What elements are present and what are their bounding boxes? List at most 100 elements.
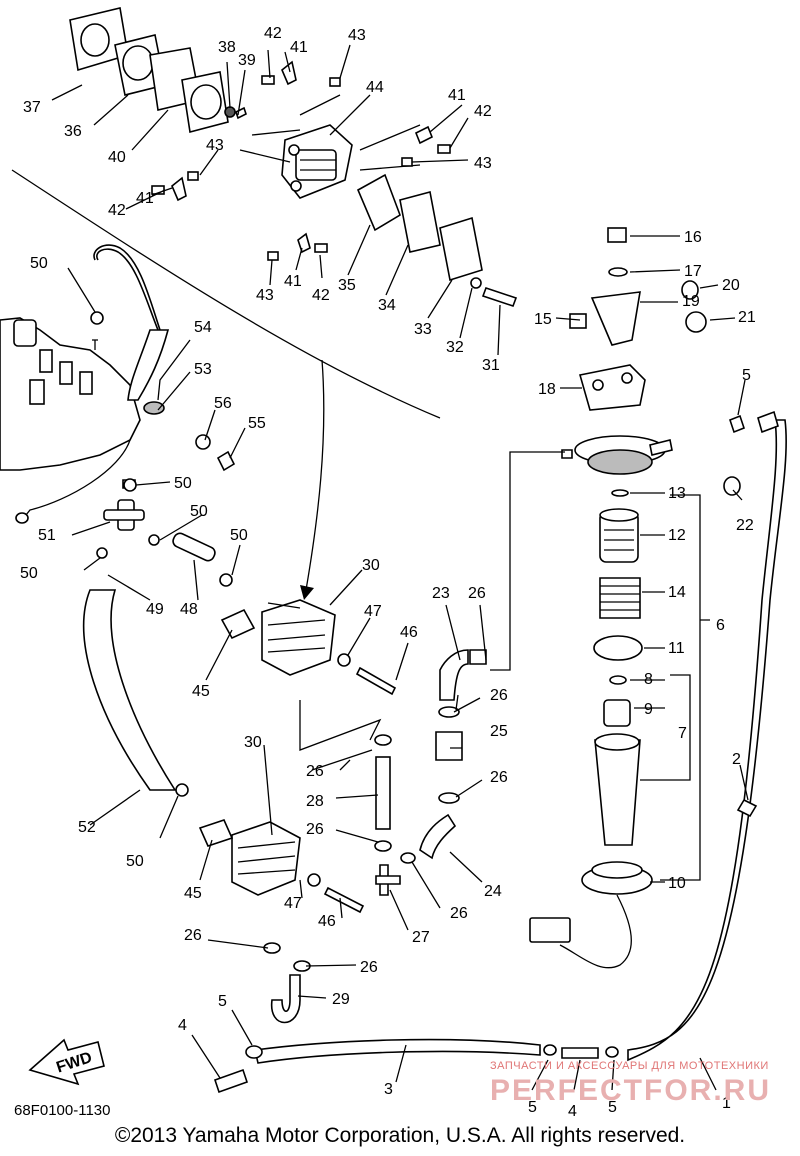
fuel-pump-lower <box>198 819 365 914</box>
callout-45-upper: 45 <box>192 683 210 700</box>
callout-16: 16 <box>684 229 702 246</box>
callout-25: 25 <box>490 723 508 740</box>
callout-28: 28 <box>306 793 324 810</box>
callout-31: 31 <box>482 357 500 374</box>
callout-43-bottom: 43 <box>256 287 274 304</box>
small-fasteners <box>151 60 451 261</box>
callout-26-b: 26 <box>490 687 508 704</box>
callout-50-mid2: 50 <box>190 503 208 520</box>
callout-46-upper: 46 <box>400 624 418 641</box>
callout-39: 39 <box>238 52 256 69</box>
callout-41-right: 41 <box>448 87 466 104</box>
fuel-pump-upper <box>220 599 397 696</box>
callout-30-lower: 30 <box>244 734 262 751</box>
callout-33: 33 <box>414 321 432 338</box>
callout-15: 15 <box>534 311 552 328</box>
callout-23: 23 <box>432 585 450 602</box>
callout-51: 51 <box>38 527 56 544</box>
callout-47-lower: 47 <box>284 895 302 912</box>
callout-20: 20 <box>722 277 740 294</box>
leader-lines <box>51 44 749 1091</box>
assembly-arrow <box>305 359 325 591</box>
callout-50-low: 50 <box>126 853 144 870</box>
callout-19: 19 <box>682 293 700 310</box>
callout-26-d: 26 <box>306 763 324 780</box>
callout-50-top: 50 <box>30 255 48 272</box>
watermark-tagline: ЗАПЧАСТИ И АКСЕССУАРЫ ДЛЯ МОТОТЕХНИКИ <box>490 1060 769 1072</box>
callout-42-right: 42 <box>474 103 492 120</box>
callout-17: 17 <box>684 263 702 280</box>
callout-21: 21 <box>738 309 756 326</box>
callout-50-mid4: 50 <box>20 565 38 582</box>
callout-47-upper: 47 <box>364 603 382 620</box>
callout-37: 37 <box>23 99 41 116</box>
callout-9: 9 <box>644 701 653 718</box>
callout-27: 27 <box>412 929 430 946</box>
diagram-code: 68F0100-1130 <box>14 1102 111 1119</box>
callout-36: 36 <box>64 123 82 140</box>
callout-32: 32 <box>446 339 464 356</box>
callout-40: 40 <box>108 149 126 166</box>
pump-body <box>239 94 421 199</box>
callout-42-top: 42 <box>264 25 282 42</box>
callout-42-bottom: 42 <box>312 287 330 304</box>
pump-cover-set <box>69 7 247 133</box>
callout-8: 8 <box>644 671 653 688</box>
diaphragm-set <box>356 173 518 308</box>
callout-50-mid1: 50 <box>174 475 192 492</box>
engine-block <box>0 317 141 524</box>
copyright-notice: ©2013 Yamaha Motor Corporation, U.S.A. A… <box>114 1124 686 1147</box>
callout-26-f: 26 <box>450 905 468 922</box>
callout-55: 55 <box>248 415 266 432</box>
callout-2: 2 <box>732 751 741 768</box>
callout-5-bottom-b: 5 <box>608 1099 617 1116</box>
callout-1: 1 <box>722 1095 731 1112</box>
callout-5-right: 5 <box>742 367 751 384</box>
callout-3: 3 <box>384 1081 393 1098</box>
callout-41-top: 41 <box>290 39 308 56</box>
callout-26-a: 26 <box>468 585 486 602</box>
callout-12: 12 <box>668 527 686 544</box>
section-divider <box>11 169 441 419</box>
callout-41-bottom: 41 <box>284 273 302 290</box>
callout-48: 48 <box>180 601 198 618</box>
callout-54: 54 <box>194 319 212 336</box>
callout-45-lower: 45 <box>184 885 202 902</box>
callout-44: 44 <box>366 79 384 96</box>
callout-numbers: 37 36 40 38 39 42 41 43 44 41 42 43 43 4… <box>20 25 756 1120</box>
callout-50-mid3: 50 <box>230 527 248 544</box>
callout-26-g: 26 <box>184 927 202 944</box>
callout-34: 34 <box>378 297 396 314</box>
callout-43-right: 43 <box>474 155 492 172</box>
callout-26-e: 26 <box>306 821 324 838</box>
hoses <box>83 244 787 1064</box>
fwd-arrow: FWD <box>28 1038 105 1086</box>
callout-53: 53 <box>194 361 212 378</box>
callout-13: 13 <box>668 485 686 502</box>
fittings <box>90 311 779 1094</box>
callout-41-left: 41 <box>136 190 154 207</box>
callout-5-bottom-a: 5 <box>528 1099 537 1116</box>
callout-6: 6 <box>716 617 725 634</box>
callout-43-top: 43 <box>348 27 366 44</box>
callout-18: 18 <box>538 381 556 398</box>
callout-11: 11 <box>668 640 685 657</box>
fuel-filter-assembly <box>561 227 741 895</box>
callout-42-left: 42 <box>108 202 126 219</box>
callout-24: 24 <box>484 883 502 900</box>
watermark-logo: PERFECTFOR.RU <box>490 1074 771 1107</box>
callout-35: 35 <box>338 277 356 294</box>
callout-7: 7 <box>678 725 687 742</box>
callout-5-left: 5 <box>218 993 227 1010</box>
callout-26-c: 26 <box>490 769 508 786</box>
callout-4-bottom: 4 <box>568 1103 577 1120</box>
callout-43-left: 43 <box>206 137 224 154</box>
callout-52: 52 <box>78 819 96 836</box>
callout-38: 38 <box>218 39 236 56</box>
callout-26-h: 26 <box>360 959 378 976</box>
assembly-arrowhead <box>300 585 314 600</box>
callout-29: 29 <box>332 991 350 1008</box>
callout-46-lower: 46 <box>318 913 336 930</box>
callout-14: 14 <box>668 584 686 601</box>
